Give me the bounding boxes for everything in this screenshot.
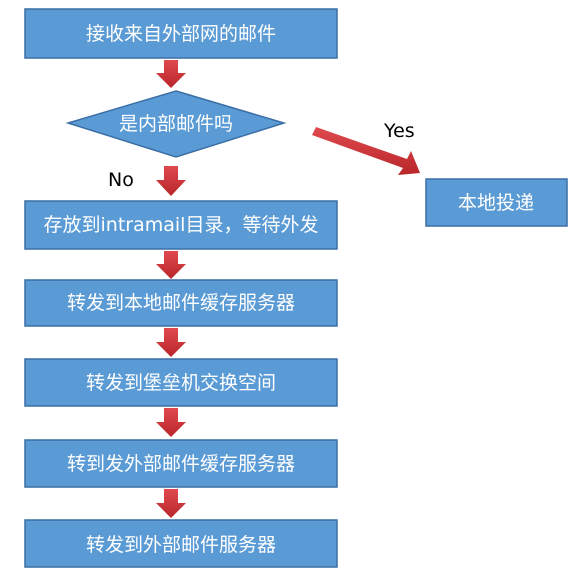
node-forward-external-server-label: 转发到外部邮件服务器	[86, 534, 276, 556]
node-forward-external-cache-label: 转到发外部邮件缓存服务器	[67, 453, 295, 475]
node-receive-email-label: 接收来自外部网的邮件	[86, 23, 276, 45]
node-forward-bastion-label: 转发到堡垒机交换空间	[86, 372, 276, 394]
edge-label-yes: Yes	[383, 120, 415, 142]
decision-internal-email: 是内部邮件吗	[65, 90, 287, 158]
node-forward-local-cache-label: 转发到本地邮件缓存服务器	[67, 292, 295, 314]
arrow-store-to-local-cache	[156, 251, 186, 279]
decision-label: 是内部邮件吗	[119, 113, 233, 135]
node-local-delivery: 本地投递	[425, 178, 568, 227]
arrow-yes-to-local-delivery	[312, 127, 420, 175]
node-store-intramail: 存放到intramail目录，等待外发	[24, 200, 338, 250]
node-forward-external-server: 转发到外部邮件服务器	[24, 519, 338, 568]
edge-label-no: No	[108, 169, 134, 191]
node-receive-email: 接收来自外部网的邮件	[24, 8, 338, 59]
arrow-external-cache-to-external-server	[156, 489, 186, 518]
node-forward-external-cache: 转到发外部邮件缓存服务器	[24, 439, 338, 488]
node-forward-local-cache: 转发到本地邮件缓存服务器	[24, 279, 338, 327]
arrow-receive-to-decision	[156, 60, 186, 88]
node-local-delivery-label: 本地投递	[458, 192, 534, 214]
node-forward-bastion: 转发到堡垒机交换空间	[24, 358, 338, 407]
arrow-local-cache-to-bastion	[156, 328, 186, 357]
node-store-intramail-label: 存放到intramail目录，等待外发	[44, 214, 319, 236]
arrow-decision-to-store	[156, 166, 186, 196]
arrow-bastion-to-external-cache	[156, 408, 186, 437]
